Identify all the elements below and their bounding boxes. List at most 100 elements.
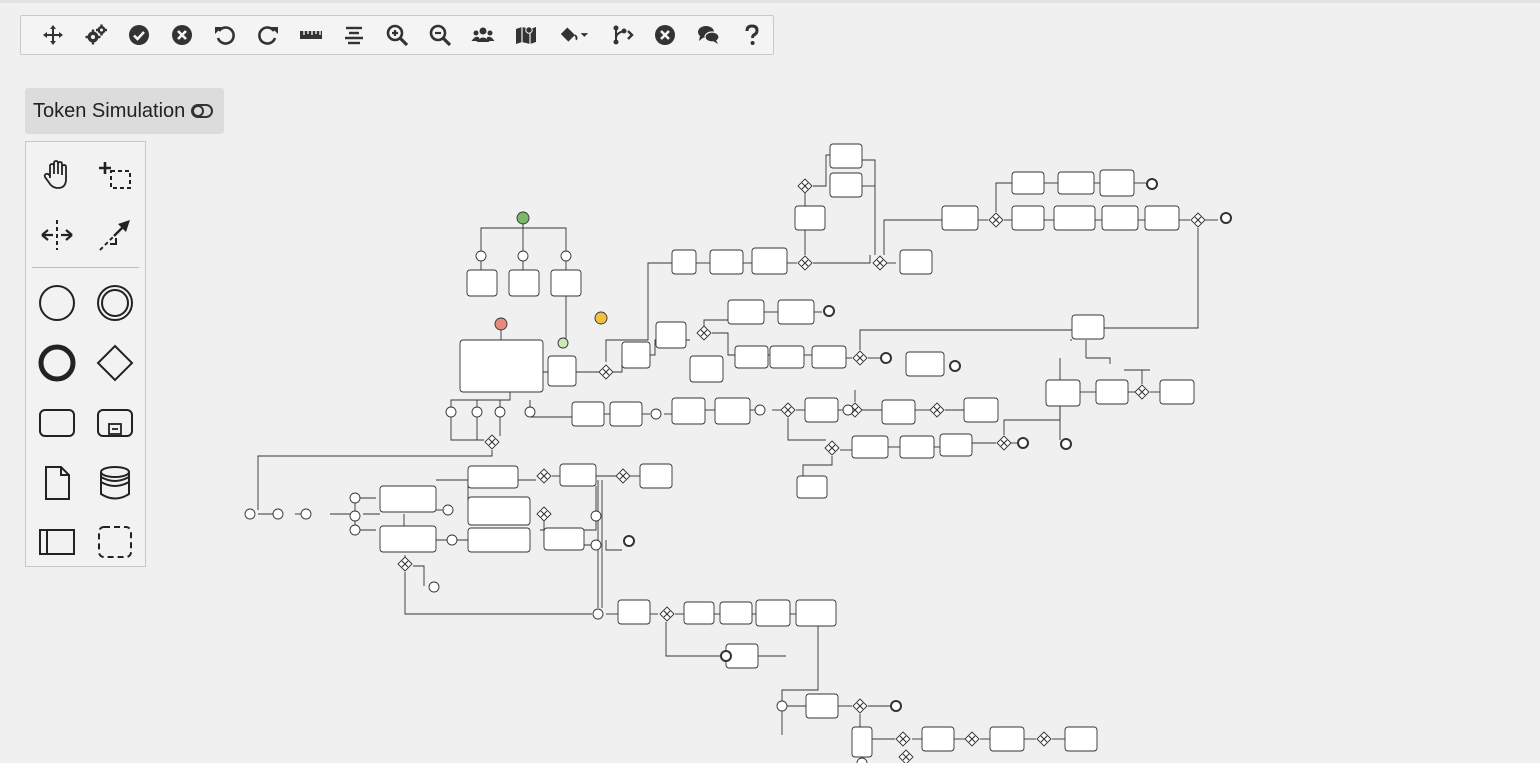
bpmn-task[interactable] — [621, 341, 651, 369]
bpmn-task[interactable] — [1064, 726, 1098, 752]
bpmn-task[interactable] — [796, 475, 828, 499]
bpmn-task[interactable] — [769, 345, 805, 369]
bpmn-event[interactable] — [560, 250, 572, 262]
gateway-icon[interactable] — [90, 338, 140, 388]
bpmn-event[interactable] — [524, 406, 536, 418]
start-event-icon[interactable] — [32, 278, 82, 328]
move-icon[interactable] — [31, 15, 74, 55]
bpmn-task[interactable] — [1011, 205, 1045, 231]
zoom-out-icon[interactable] — [419, 15, 462, 55]
bpmn-task[interactable] — [550, 269, 582, 297]
bpmn-task[interactable] — [851, 435, 889, 459]
bpmn-task[interactable] — [508, 269, 540, 297]
bpmn-task[interactable] — [467, 465, 519, 489]
bpmn-event[interactable] — [349, 510, 361, 522]
bpmn-task[interactable] — [939, 433, 973, 457]
bpmn-end-event[interactable] — [890, 700, 902, 712]
bpmn-task[interactable] — [1101, 205, 1139, 231]
bpmn-event[interactable] — [754, 404, 766, 416]
bpmn-end-event[interactable] — [1017, 437, 1029, 449]
bpmn-task[interactable] — [829, 143, 863, 169]
gateway-marker[interactable] — [899, 735, 907, 743]
bpmn-task[interactable] — [811, 345, 847, 369]
bpmn-end-event[interactable] — [1060, 438, 1072, 450]
bpmn-task[interactable] — [1057, 171, 1095, 195]
bpmn-event[interactable] — [842, 404, 854, 416]
undo-icon[interactable] — [203, 15, 246, 55]
bpmn-task[interactable] — [547, 355, 577, 387]
gateway-marker[interactable] — [801, 259, 809, 267]
bpmn-event[interactable] — [300, 508, 312, 520]
bpmn-task[interactable] — [689, 355, 724, 383]
bpmn-event[interactable] — [590, 539, 602, 551]
subprocess-icon[interactable] — [90, 398, 140, 448]
bpmn-end-event[interactable] — [880, 352, 892, 364]
bpmn-event[interactable] — [349, 524, 361, 536]
bpmn-task[interactable] — [639, 463, 673, 489]
bpmn-task[interactable] — [905, 351, 945, 377]
gateway-marker[interactable] — [801, 182, 809, 190]
bpmn-task[interactable] — [379, 485, 437, 513]
gateway-marker[interactable] — [856, 702, 864, 710]
cancel-icon[interactable] — [160, 15, 203, 55]
bpmn-task[interactable] — [804, 397, 839, 423]
bpmn-task[interactable] — [543, 527, 585, 551]
bpmn-event[interactable] — [445, 406, 457, 418]
bpmn-event[interactable] — [776, 700, 788, 712]
paint-bucket-icon[interactable] — [548, 15, 601, 55]
bpmn-event[interactable] — [590, 510, 602, 522]
gateway-marker[interactable] — [602, 368, 610, 376]
bpmn-task[interactable] — [1144, 205, 1180, 231]
bpmn-task[interactable] — [899, 249, 933, 275]
branch-icon[interactable] — [601, 15, 644, 55]
close-circle-icon[interactable] — [644, 15, 687, 55]
bpmn-task[interactable] — [751, 247, 788, 275]
zoom-in-icon[interactable] — [376, 15, 419, 55]
bpmn-event[interactable] — [856, 757, 868, 763]
bpmn-task[interactable] — [1011, 171, 1045, 195]
bpmn-task[interactable] — [683, 601, 715, 625]
gateway-marker[interactable] — [876, 259, 884, 267]
bpmn-task[interactable] — [795, 599, 837, 627]
help-icon[interactable] — [730, 15, 773, 55]
bpmn-event[interactable] — [349, 492, 361, 504]
bpmn-task[interactable] — [571, 401, 605, 427]
redo-icon[interactable] — [246, 15, 289, 55]
timer-event[interactable] — [594, 311, 608, 325]
warning-event[interactable] — [494, 317, 508, 331]
bpmn-task[interactable] — [881, 399, 916, 425]
bpmn-end-event[interactable] — [823, 305, 835, 317]
bpmn-end-event[interactable] — [1146, 178, 1158, 190]
intermediate-event-icon[interactable] — [90, 278, 140, 328]
bpmn-task[interactable] — [617, 599, 651, 625]
message-event[interactable] — [557, 337, 569, 349]
gateway-marker[interactable] — [700, 329, 708, 337]
bpmn-task[interactable] — [671, 249, 697, 275]
gateway-marker[interactable] — [1040, 735, 1048, 743]
start-event-active[interactable] — [516, 211, 530, 225]
gateway-marker[interactable] — [856, 354, 864, 362]
bpmn-event[interactable] — [272, 508, 284, 520]
bpmn-task[interactable] — [466, 269, 498, 297]
bpmn-task[interactable] — [714, 397, 751, 425]
bpmn-task[interactable] — [1071, 314, 1105, 340]
bpmn-task[interactable] — [1045, 379, 1081, 407]
gateway-marker[interactable] — [1138, 388, 1146, 396]
bpmn-event[interactable] — [244, 508, 256, 520]
bpmn-task[interactable] — [459, 339, 544, 393]
bpmn-task[interactable] — [1053, 205, 1096, 231]
bpmn-task[interactable] — [655, 321, 687, 349]
bpmn-task[interactable] — [559, 463, 597, 487]
bpmn-task[interactable] — [727, 299, 765, 325]
bpmn-task[interactable] — [941, 205, 979, 231]
end-event-icon[interactable] — [32, 338, 82, 388]
bpmn-task[interactable] — [794, 205, 826, 231]
data-store-icon[interactable] — [90, 458, 140, 508]
bpmn-task[interactable] — [899, 435, 935, 459]
token-simulation-toggle[interactable]: Token Simulation — [25, 88, 224, 134]
bpmn-task[interactable] — [379, 525, 437, 553]
bpmn-task[interactable] — [467, 496, 531, 526]
bpmn-task[interactable] — [1099, 169, 1135, 197]
space-tool-icon[interactable] — [32, 210, 82, 260]
bpmn-task[interactable] — [609, 401, 643, 427]
